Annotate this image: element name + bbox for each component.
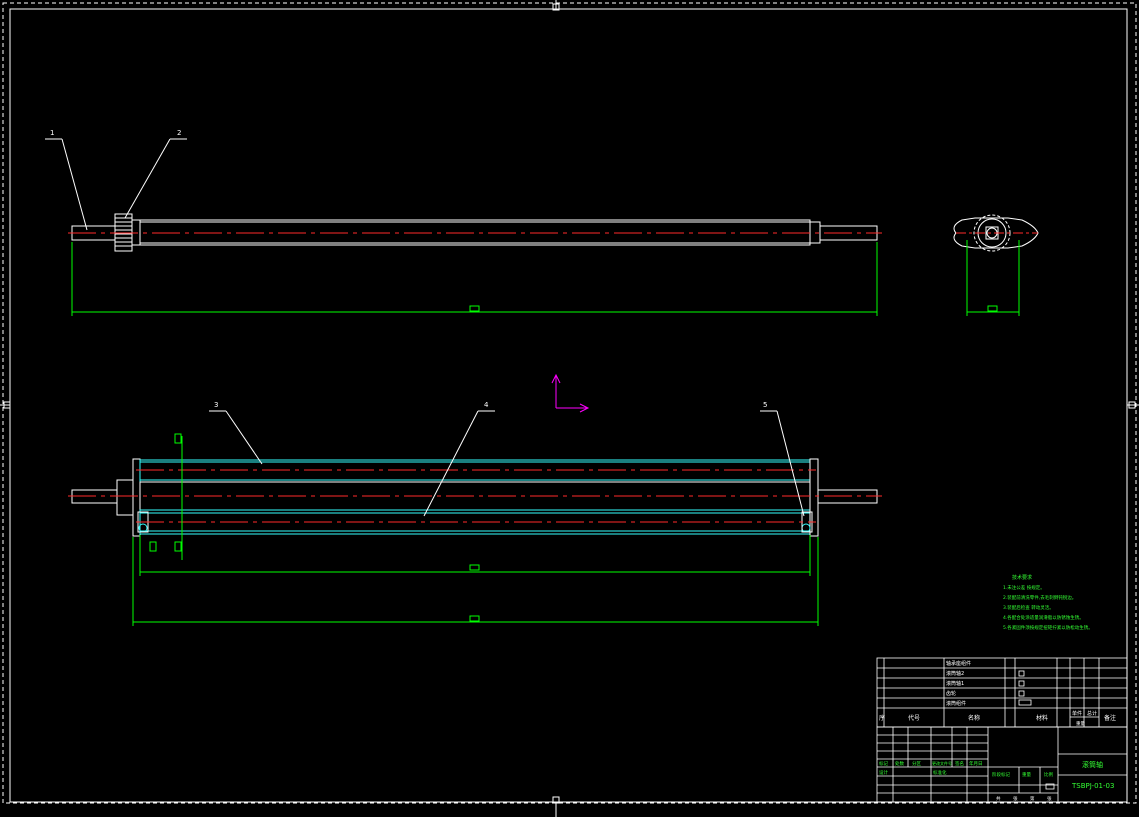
- top-view-balloons: [45, 138, 187, 231]
- sign-label-signature: 签名: [955, 760, 964, 767]
- header-code: 代号: [908, 714, 920, 722]
- balloon-2-label: 2: [177, 129, 181, 137]
- front-view-dimensions: [132, 535, 819, 626]
- part-row-5-name: 滚筒组件: [946, 700, 966, 707]
- header-material: 材料: [1036, 714, 1048, 722]
- part-row-2-name: 滚筒轴2: [946, 670, 964, 677]
- standard-label: 标准化: [933, 769, 947, 776]
- header-single: 单件: [1072, 710, 1082, 717]
- header-note: 备注: [1104, 714, 1116, 722]
- title-block-text: 轴承座组件 滚筒轴2 滚筒轴1 齿轮 滚筒组件 序 代号 名称 材料 单件 总计…: [879, 660, 1116, 802]
- ucs-icon: [551, 373, 590, 413]
- design-label: 设计: [879, 769, 888, 776]
- technical-requirements: 技术要求 1.未注公差 按规定。 2.装配前清洗零件,去毛刺倒钝锐边。 3.装配…: [1003, 574, 1093, 631]
- sign-label-date: 年月日: [969, 760, 983, 767]
- drawing-number: TSBPJ-01-03: [1071, 782, 1114, 790]
- sheet-label-sheet2: 张: [1047, 795, 1052, 802]
- sheet-label-total: 共: [996, 795, 1001, 802]
- sign-label-mark: 标记: [879, 760, 888, 767]
- header-total: 总计: [1087, 710, 1097, 717]
- part-row-1-name: 轴承座组件: [946, 660, 971, 667]
- weight-label: 重量: [1022, 771, 1031, 778]
- drawing-name: 滚筒轴: [1082, 760, 1103, 769]
- balloon-5-label: 5: [763, 401, 767, 409]
- tech-req-line-3: 3.装配后检查 转动灵活。: [1003, 604, 1054, 611]
- tech-req-line-5: 5.各紧固件须按规定扭矩拧紧以防松动生锈。: [1003, 624, 1093, 631]
- part-row-3-name: 滚筒轴1: [946, 680, 964, 687]
- header-weight: 重量: [1076, 720, 1085, 727]
- stage-label: 阶段标记: [992, 771, 1010, 778]
- balloon-3-label: 3: [214, 401, 218, 409]
- tech-req-line-1: 1.未注公差 按规定。: [1003, 584, 1045, 591]
- header-no: 序: [879, 714, 885, 722]
- tech-req-line-4: 4.各配合处涂适量润滑脂以防锈蚀生锈。: [1003, 614, 1084, 621]
- side-view-dimension: [966, 240, 1020, 316]
- sheet-label-sheet1: 张: [1013, 795, 1018, 802]
- part-row-4-name: 齿轮: [946, 690, 956, 697]
- scale-label: 比例: [1044, 771, 1053, 778]
- tech-req-line-2: 2.装配前清洗零件,去毛刺倒钝锐边。: [1003, 594, 1076, 601]
- sheet-label-no: 第: [1030, 795, 1035, 802]
- sign-label-change: 更改文件号: [932, 760, 952, 766]
- balloon-4-label: 4: [484, 401, 489, 409]
- title-block[interactable]: [876, 657, 1128, 803]
- header-name: 名称: [968, 714, 980, 722]
- tech-req-title: 技术要求: [1012, 574, 1032, 581]
- sign-label-count: 处数: [895, 760, 904, 767]
- front-view-balloons: [209, 410, 805, 517]
- side-view-gear[interactable]: [953, 214, 1039, 252]
- top-view-shaft[interactable]: [68, 213, 882, 252]
- sign-label-zone: 分区: [912, 760, 921, 767]
- front-view-assembly[interactable]: [68, 433, 882, 560]
- balloon-1-label: 1: [50, 129, 54, 137]
- top-view-dimension: [71, 242, 878, 316]
